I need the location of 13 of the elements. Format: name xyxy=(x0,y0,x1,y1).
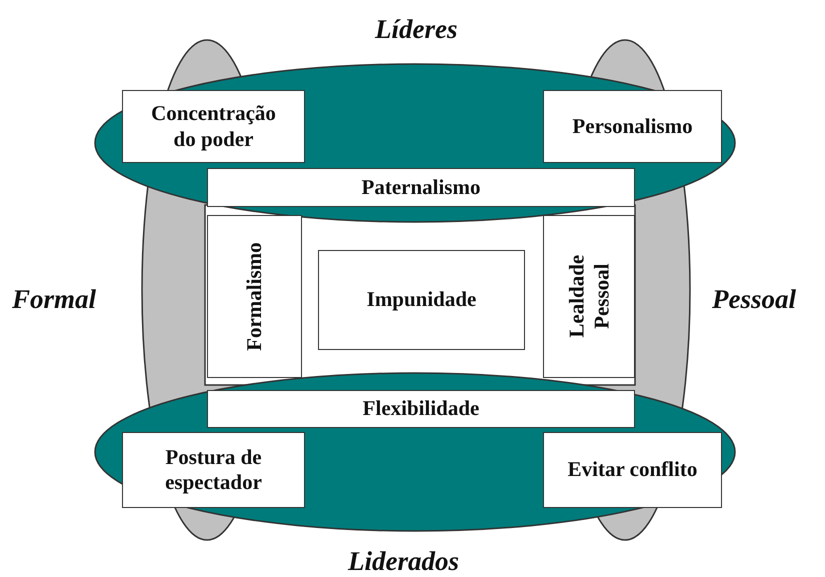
text-box: Formalismo xyxy=(207,215,302,378)
text-box: Concentração do poder xyxy=(122,90,305,163)
text-box: Personalismo xyxy=(543,90,722,163)
text-box: Impunidade xyxy=(318,250,525,350)
text-box: Flexibilidade xyxy=(207,390,635,428)
text-box: Paternalismo xyxy=(207,168,635,207)
axis-label: Pessoal xyxy=(712,284,796,315)
axis-label: Líderes xyxy=(375,14,458,45)
text-box: Lealdade Pessoal xyxy=(543,215,635,378)
axis-label: Formal xyxy=(12,284,96,315)
axis-label: Liderados xyxy=(348,546,459,577)
text-box: Evitar conflito xyxy=(543,432,722,508)
text-box: Postura de espectador xyxy=(122,432,305,508)
